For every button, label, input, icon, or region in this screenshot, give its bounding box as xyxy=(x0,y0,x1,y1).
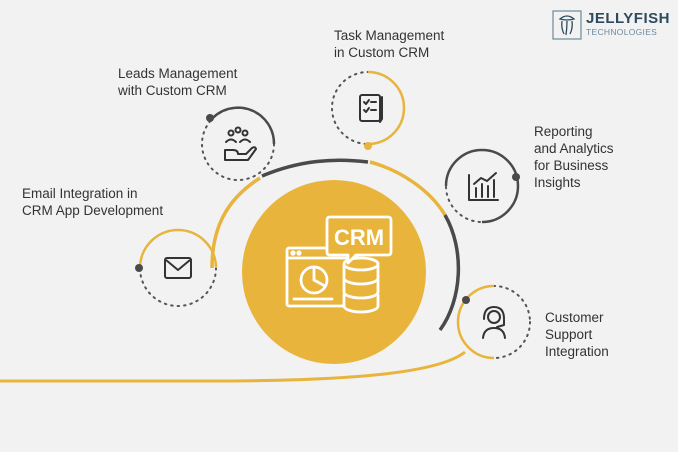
connector-arc-left xyxy=(210,176,261,269)
hand-with-people-icon xyxy=(224,126,257,161)
connector-arc-top-left xyxy=(261,158,369,178)
reporting-analytics-label: Reporting and Analytics for Business Ins… xyxy=(534,124,614,190)
leads-management-label: Leads Management with Custom CRM xyxy=(118,66,238,98)
jellyfish-logo: JELLYFISH TECHNOLOGIES xyxy=(552,8,670,42)
leads-node-dot xyxy=(206,114,214,122)
logo-subtitle: TECHNOLOGIES xyxy=(586,27,658,37)
task-node-arc xyxy=(367,70,406,146)
baseline-curve xyxy=(0,350,466,383)
task-node-dot xyxy=(364,142,372,150)
bar-chart-icon xyxy=(468,172,499,201)
envelope-icon xyxy=(164,257,192,279)
support-node-arc xyxy=(456,284,495,360)
customer-support-label: Customer Support Integration xyxy=(545,310,609,359)
email-node-dot xyxy=(135,264,143,272)
crm-badge xyxy=(325,215,393,265)
email-node-arc xyxy=(138,228,218,269)
connector-arc-top-right xyxy=(369,160,447,216)
crm-badge-text: CRM xyxy=(334,225,384,250)
crm-center-circle xyxy=(242,180,426,364)
clipboard-checklist-icon xyxy=(359,94,383,123)
database-icon xyxy=(342,256,380,314)
connector-arc-right xyxy=(438,214,461,332)
logo-name: JELLYFISH xyxy=(586,10,670,27)
reporting-node-dot xyxy=(512,173,520,181)
jellyfish-logo-mark-icon xyxy=(552,10,582,40)
support-node-dot xyxy=(462,296,470,304)
task-management-label: Task Management in Custom CRM xyxy=(334,28,445,60)
reporting-node-arc xyxy=(444,148,520,224)
email-integration-label: Email Integration in CRM App Development xyxy=(22,186,164,218)
leads-node-arc xyxy=(209,106,276,145)
support-agent-icon xyxy=(482,306,506,339)
